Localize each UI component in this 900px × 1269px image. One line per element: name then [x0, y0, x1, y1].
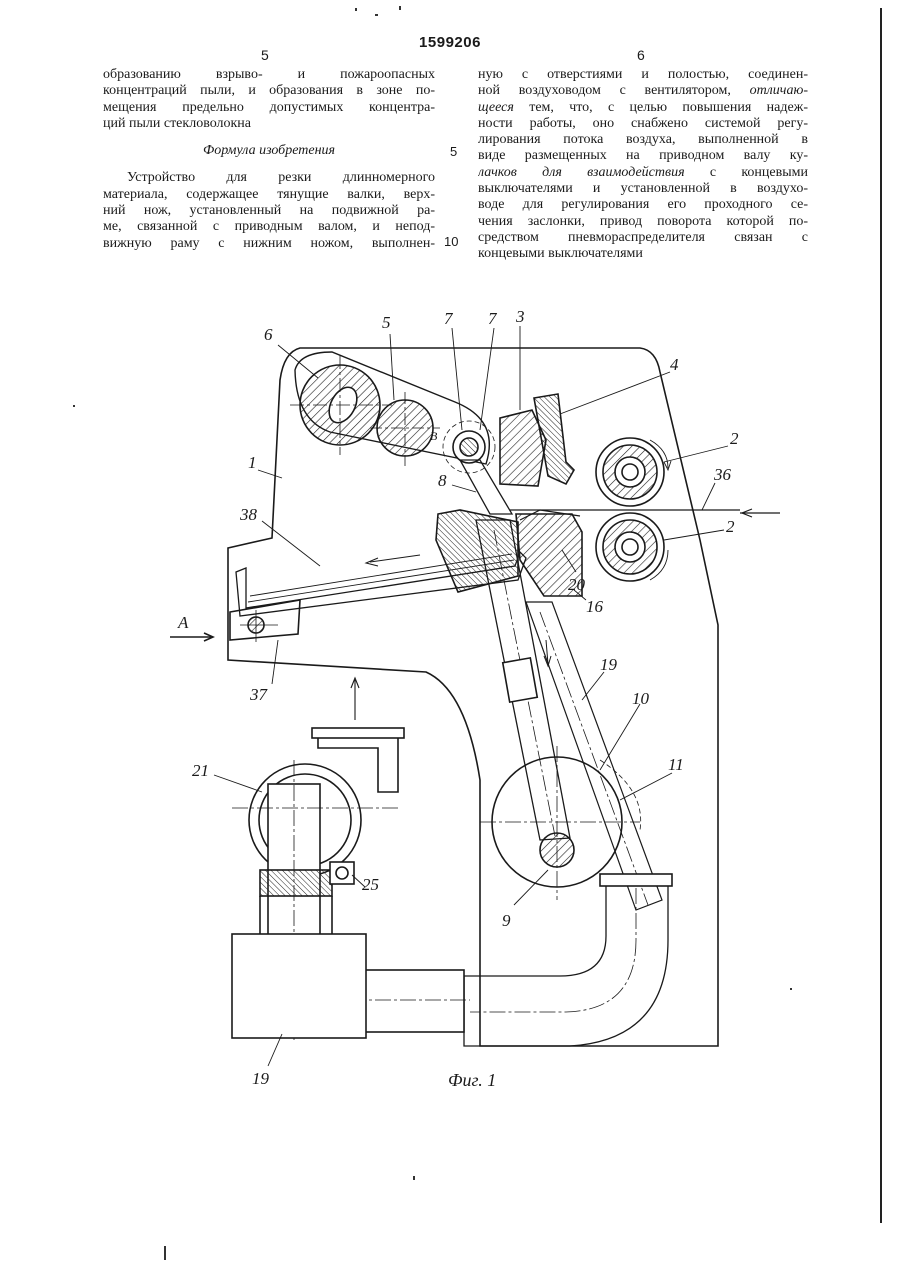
- right-column-number: 6: [637, 47, 645, 63]
- text-line: вижную раму с нижним ножом, выполнен-: [103, 236, 435, 252]
- text-line: воде для регулирования его проходного се…: [478, 197, 808, 213]
- text-fragment-italic: отличаю-: [750, 83, 808, 98]
- text-line: чения заслонки, привод поворота которой …: [478, 214, 808, 230]
- part-label-7: 7: [488, 309, 498, 328]
- motor-base: [232, 934, 366, 1038]
- part-label-16: 16: [586, 597, 604, 616]
- part-label-A: A: [177, 613, 189, 632]
- scan-speck: [399, 6, 401, 10]
- part-label-6: 6: [264, 325, 273, 344]
- part-label-19: 19: [600, 655, 618, 674]
- left-column-number: 5: [261, 47, 269, 63]
- text-line: ную с отверстиями и полостью, соединен-: [478, 67, 808, 83]
- text-line: лирования потока воздуха, выполненной в: [478, 132, 808, 148]
- part-label-37: 37: [249, 685, 269, 704]
- part-label-2: 2: [726, 517, 735, 536]
- patent-number: 1599206: [0, 34, 900, 51]
- part-label-3: 3: [515, 307, 525, 326]
- coupling: [260, 870, 332, 896]
- text-line: средством пневмораспределителя связан с: [478, 230, 808, 246]
- section-title: Формула изобретения: [103, 143, 435, 159]
- scan-speck: [375, 14, 378, 16]
- text-fragment: тем, что, с целью повышения надеж-: [529, 100, 808, 115]
- scan-speck: [164, 1246, 166, 1260]
- text-fragment: ной воздуховодом с вентилятором,: [478, 83, 731, 98]
- text-line: лачков для взаимодействия с концевыми: [478, 165, 808, 181]
- scan-speck: [413, 1176, 415, 1180]
- part-label-19: 19: [252, 1069, 270, 1088]
- text-line: ной воздуховодом с вентилятором, отличаю…: [478, 83, 808, 99]
- text-line: ций пыли стекловолокна: [103, 116, 435, 132]
- part-label-2: 2: [730, 429, 739, 448]
- text-line: ний нож, установленный на подвижной ра-: [103, 203, 435, 219]
- text-fragment-italic: щееся: [478, 100, 514, 115]
- line-number-10: 10: [444, 234, 458, 249]
- left-column-text: образованию взрыво- и пожароопасных конц…: [103, 67, 435, 252]
- part-label-11: 11: [668, 755, 684, 774]
- text-line: Устройство для резки длинномерного: [103, 170, 435, 186]
- part-label-25: 25: [362, 875, 379, 894]
- bracket-37: [230, 600, 300, 640]
- part-label-1: 1: [248, 453, 257, 472]
- line-number-5: 5: [450, 144, 457, 159]
- part-label-36: 36: [713, 465, 732, 484]
- part-label-9: 9: [502, 911, 511, 930]
- text-line: выключателями и установленной в воздухо-: [478, 181, 808, 197]
- part-label-B: В: [430, 429, 438, 443]
- duct-clamp: [600, 874, 672, 886]
- part-label-38: 38: [239, 505, 258, 524]
- text-line: ме, связанной с приводным валом, и непод…: [103, 219, 435, 235]
- part-label-8: 8: [438, 471, 447, 490]
- part-label-21: 21: [192, 761, 209, 780]
- valve-25: [330, 862, 354, 884]
- scan-edge-rule: [880, 8, 882, 1223]
- text-line: концентраций пыли, и образования в зоне …: [103, 83, 435, 99]
- blower-outlet: [318, 732, 398, 792]
- part-label-7: 7: [444, 309, 454, 328]
- text-line: ности работы, оно снабжено системой регу…: [478, 116, 808, 132]
- rod-adjuster: [503, 658, 538, 702]
- part-label-5: 5: [382, 313, 391, 332]
- figure-caption: Фиг. 1: [448, 1070, 496, 1091]
- pivot-7-core: [460, 438, 478, 456]
- text-fragment: с концевыми: [710, 165, 808, 180]
- duct-elbow: [464, 880, 668, 1046]
- part-label-4: 4: [670, 355, 679, 374]
- text-line: мещения предельно допустимых концентра-: [103, 100, 435, 116]
- part-label-20: 20: [568, 575, 586, 594]
- text-line: виде размещенных на приводном валу ку-: [478, 148, 808, 164]
- scan-speck: [355, 8, 357, 11]
- text-line: концевыми выключателями: [478, 246, 808, 262]
- text-line: щееся тем, что, с целью повышения надеж-: [478, 100, 808, 116]
- text-line: образованию взрыво- и пожароопасных: [103, 67, 435, 83]
- technical-drawing-figure-1: 6 5 7 7 3 4 2 2 36 1 8 38 В 20 16 A 37 1…: [160, 300, 800, 1100]
- text-fragment-italic: лачков для взаимодействия: [478, 165, 685, 180]
- right-column-text: ную с отверстиями и полостью, соединен- …: [478, 67, 808, 263]
- part-label-10: 10: [632, 689, 650, 708]
- scan-speck: [73, 405, 75, 407]
- text-line: материала, содержащее тянущие валки, вер…: [103, 187, 435, 203]
